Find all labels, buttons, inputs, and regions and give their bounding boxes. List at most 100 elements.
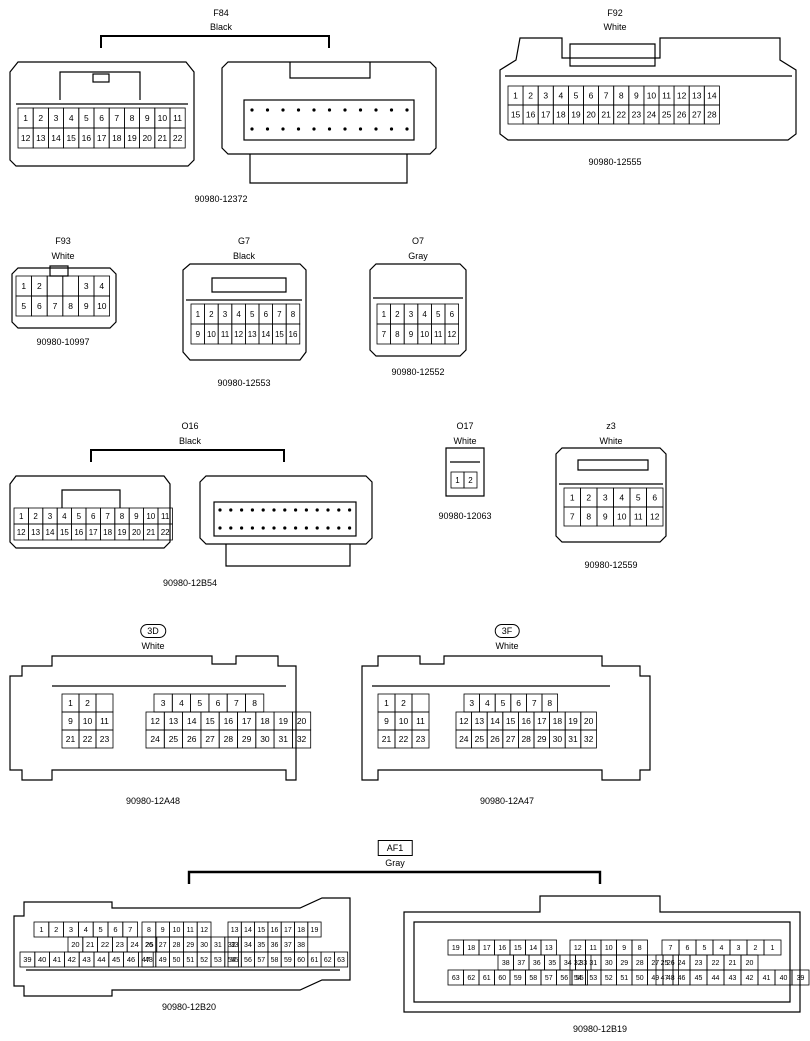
pin-number: 9 — [634, 91, 639, 101]
pin-number: 14 — [261, 330, 270, 339]
pin-dot — [405, 108, 409, 112]
f84-right-pin-dots — [250, 108, 409, 131]
pin-number: 2 — [586, 493, 591, 503]
pin-dot — [315, 526, 319, 530]
pin-number: 8 — [619, 91, 624, 101]
o17-color: White — [453, 436, 477, 446]
pin-dot — [250, 108, 254, 112]
pin-number: 29 — [186, 942, 194, 949]
pin-number: 45 — [695, 975, 703, 982]
pin-number: 31 — [568, 734, 578, 744]
pin-dot — [272, 508, 276, 512]
af1-left-part: 90980-12B20 — [161, 1002, 217, 1012]
pin-cell — [444, 323, 460, 345]
pin-number: 12 — [677, 91, 687, 101]
pin-number: 2 — [38, 113, 43, 123]
pin-number: 8 — [395, 330, 400, 339]
o7-part: 90980-12552 — [391, 367, 445, 377]
pin-number: 50 — [636, 975, 644, 982]
pin-number: 12 — [17, 528, 26, 537]
pin-number: 8 — [130, 113, 135, 123]
pin-number: 52 — [605, 975, 613, 982]
f92-latch — [569, 43, 656, 67]
pin-number: 9 — [134, 512, 139, 521]
pin-number: 10 — [97, 301, 107, 311]
pin-number: 3 — [48, 512, 53, 521]
pin-number: 31 — [214, 942, 222, 949]
pin-dot — [337, 508, 341, 512]
pin-number: 14 — [490, 716, 500, 726]
pin-cell — [411, 729, 430, 749]
pin-number: 27 — [205, 734, 215, 744]
pin-number: 17 — [97, 133, 107, 143]
pin-number: 26 — [145, 942, 153, 949]
pin-number: 4 — [236, 310, 241, 319]
pin-number: 40 — [38, 955, 46, 964]
pin-number: 4 — [84, 925, 88, 934]
pin-number: 4 — [62, 512, 67, 521]
af1-right-inner — [413, 921, 791, 1003]
pin-dot — [229, 526, 233, 530]
pin-number: 13 — [31, 528, 40, 537]
f93-part: 90980-10997 — [36, 337, 90, 347]
pin-number: 20 — [132, 528, 141, 537]
pin-number: 2 — [468, 476, 473, 485]
pin-cell — [411, 693, 430, 713]
pin-number: 46 — [127, 955, 135, 964]
pin-number: 44 — [97, 955, 105, 964]
o16-part: 90980-12B54 — [162, 578, 218, 588]
pin-number: 47 — [661, 975, 669, 982]
pin-dot — [327, 108, 332, 112]
af1-left-housing — [13, 897, 351, 997]
pin-number: 4 — [558, 91, 563, 101]
pin-dot — [312, 127, 316, 131]
pin-number: 2 — [54, 925, 58, 934]
pin-number: 6 — [216, 698, 221, 708]
pin-number: 12 — [150, 716, 160, 726]
pin-number: 36 — [533, 960, 541, 967]
pin-number: 36 — [271, 942, 279, 949]
pin-number: 24 — [459, 734, 469, 744]
pin-number: 6 — [113, 925, 117, 934]
pin-dot — [265, 127, 270, 131]
pin-number: 2 — [33, 512, 38, 521]
pin-number: 9 — [622, 945, 626, 952]
pin-number: 6 — [652, 493, 657, 503]
pin-number: 6 — [516, 698, 521, 708]
pin-number: 16 — [82, 133, 92, 143]
pin-cell — [333, 951, 349, 968]
pin-number: 6 — [91, 512, 96, 521]
o16-right-housing — [199, 475, 373, 545]
pin-number: 19 — [311, 927, 319, 934]
pin-number: 57 — [545, 975, 553, 982]
pin-cell — [157, 523, 173, 541]
pin-number: 19 — [118, 528, 127, 537]
pin-cell — [646, 506, 664, 527]
o16-left-housing — [9, 475, 171, 549]
af1-color: Gray — [385, 858, 405, 868]
f92-color: White — [603, 22, 627, 32]
pin-dot — [343, 108, 347, 112]
pin-cell — [46, 275, 64, 297]
pin-dot — [261, 526, 265, 530]
z3-housing — [555, 447, 667, 543]
pin-number: 62 — [467, 975, 475, 982]
pin-number: 10 — [173, 927, 181, 934]
pin-number: 28 — [521, 734, 531, 744]
pin-number: 10 — [605, 945, 613, 952]
pin-number: 9 — [68, 716, 73, 726]
pin-number: 10 — [207, 330, 216, 339]
o17-housing — [445, 447, 485, 497]
pin-number: 2 — [528, 91, 533, 101]
pin-number: 32 — [228, 942, 236, 949]
pin-number: 17 — [537, 716, 547, 726]
pin-number: 60 — [498, 975, 506, 982]
pin-number: 18 — [103, 528, 112, 537]
pin-number: 4 — [619, 493, 624, 503]
pin-number: 10 — [146, 512, 155, 521]
f84-part: 90980-12372 — [194, 194, 248, 204]
pin-dot — [281, 127, 285, 131]
